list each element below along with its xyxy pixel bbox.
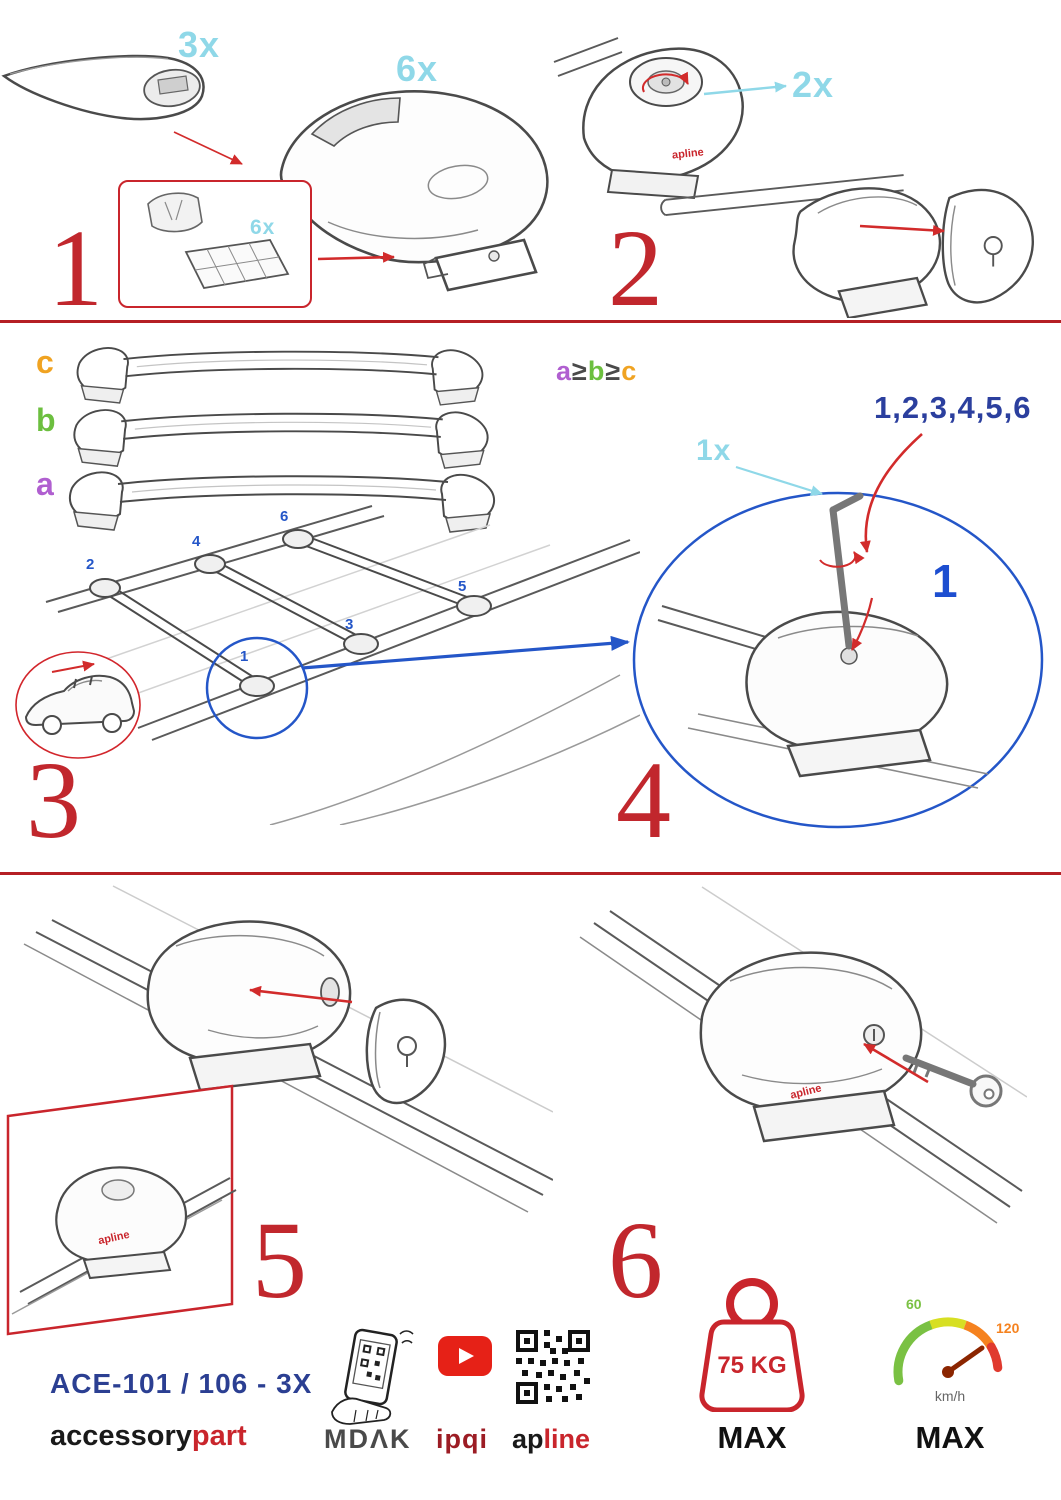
section-divider-1 [0,320,1061,323]
bar-endcap-illustration [660,174,1034,318]
rubber-pad-illustration [147,192,290,289]
highlight-circle [205,636,309,740]
roof-position-3: 3 [345,616,354,633]
qty-3x-label: 3x [178,24,221,65]
speed-max-label: MAX [915,1420,985,1455]
brand-mdak: MDΛK [324,1424,412,1454]
bar-label-c: c [36,344,54,380]
order-a: a [556,356,573,386]
qty-1x-label: 1x [696,434,732,467]
order-b: b [587,356,606,386]
weight-limit-value: 75 KG [717,1352,787,1379]
keyhole-icon [983,236,1003,256]
roof-foot-illustration-step1 [279,90,549,292]
bar-label-a: a [36,466,54,502]
speed-60-label: 60 [906,1296,922,1312]
order-ge-1: ≥ [572,356,588,386]
roof-position-5: 5 [458,578,467,595]
brand-ap: ap [512,1424,544,1454]
brand-accessorypart: accessorypart [50,1420,247,1453]
bolt-head [840,647,858,665]
speedometer-needle [945,1345,985,1375]
key-icon [902,1054,1003,1108]
step-6-number: 6 [608,1199,663,1321]
size-order-note: a≥b≥c [556,356,637,387]
car-illustration [15,651,141,759]
install-sequence-label: 1,2,3,4,5,6 [874,390,1032,425]
crossbar-end-illustration [1,54,205,121]
model-number: ACE-101 / 106 - 3X [50,1368,313,1399]
weight-limit-icon [699,1278,805,1412]
step-1-number: 1 [48,207,103,329]
lock-slot [320,977,340,1007]
brand-part: part [191,1420,247,1452]
step-5-number: 5 [252,1199,307,1321]
qr-code [516,1330,590,1404]
sequence-first-label: 1 [932,555,958,607]
brand-line: line [543,1424,591,1454]
roof-position-2: 2 [86,556,95,573]
step-2-number: 2 [608,207,663,329]
roof-position-4: 4 [192,533,201,550]
speedometer-icon [893,1317,1003,1386]
phone-qr-icon [331,1328,414,1425]
youtube-icon [438,1336,492,1376]
rubber-pad-box [118,180,312,308]
step-3-number: 3 [26,739,81,861]
order-c: c [621,356,638,386]
section-divider-2 [0,872,1061,875]
qty-2x-label: 2x [792,64,835,105]
lock-cylinder-icon [365,998,447,1105]
magnified-foot-illustration [632,491,1044,829]
qty-6x-label: 6x [396,48,439,89]
foot-lock-illustration [23,885,553,1213]
pad-qty-label: 6x [250,216,276,239]
brand-accessory: accessory [50,1420,192,1452]
roof-overview-illustration [45,505,640,825]
allen-key-icon [829,492,864,650]
order-ge-2: ≥ [605,356,622,386]
roof-position-6: 6 [280,508,289,525]
weight-max-label: MAX [717,1420,787,1455]
roof-position-1: 1 [240,648,249,665]
step-4-number: 4 [616,739,671,861]
speed-unit-label: km/h [934,1388,966,1404]
bar-label-b: b [36,402,56,438]
detail-box-illustration [6,1084,237,1336]
speed-120-label: 120 [996,1320,1020,1336]
brand-apline: apline [512,1424,590,1455]
foot-key-illustration [579,886,1027,1224]
brand-ipqi: ipqi [436,1424,488,1454]
